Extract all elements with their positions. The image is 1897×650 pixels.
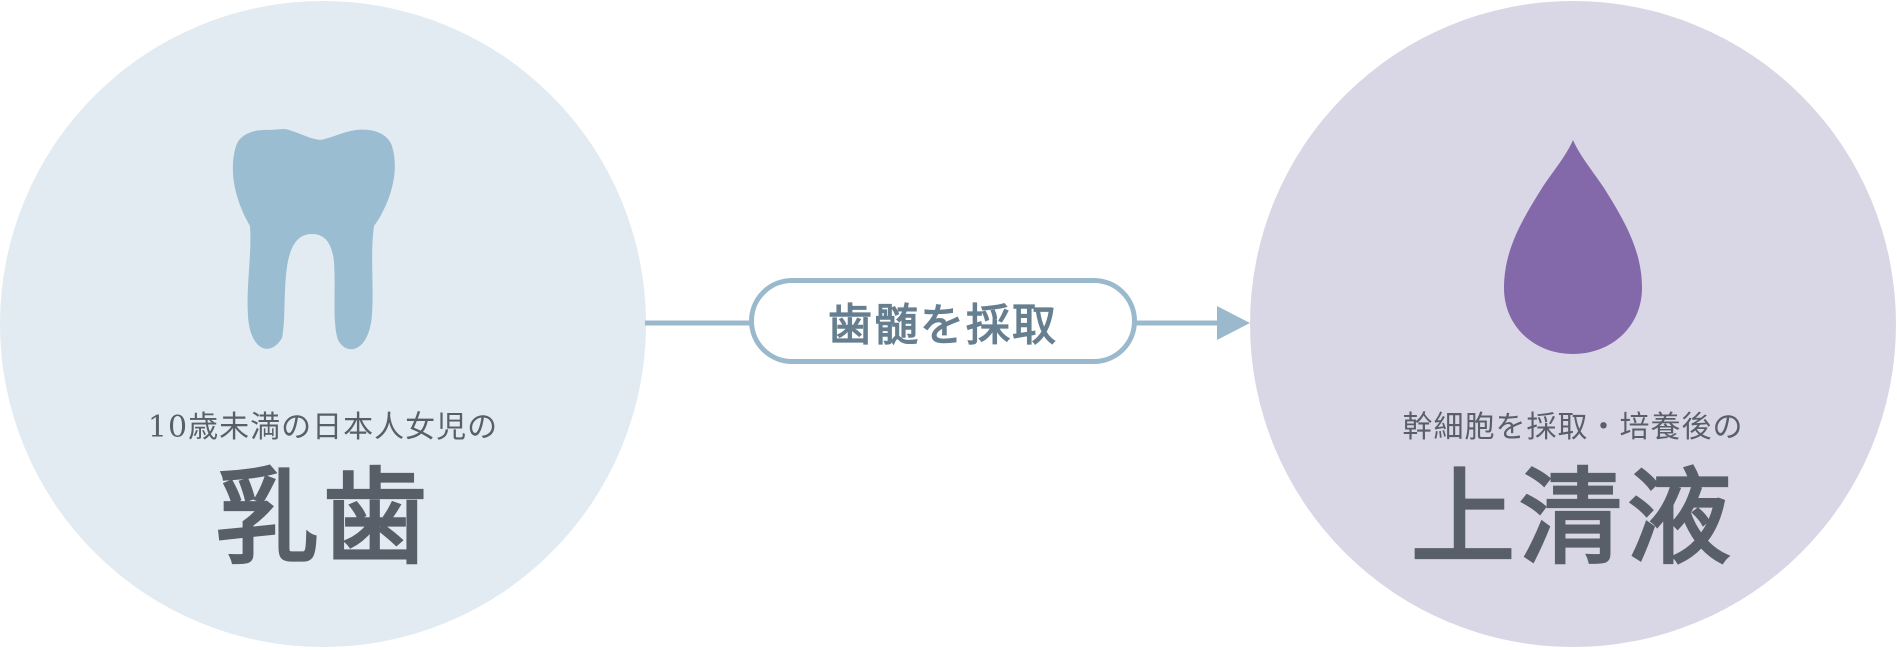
process-step-pill: 歯髄を採取 xyxy=(749,278,1137,364)
result-subtitle: 幹細胞を採取・培養後の xyxy=(1402,410,1744,445)
source-circle xyxy=(0,1,646,647)
source-title: 乳歯 xyxy=(214,456,431,579)
process-step-label: 歯髄を採取 xyxy=(828,300,1058,351)
source-subtitle: 10歳未満の日本人女児の xyxy=(147,410,499,445)
drop-icon xyxy=(1498,138,1648,358)
arrowhead-icon xyxy=(1217,306,1250,340)
result-title: 上清液 xyxy=(1410,456,1735,579)
tooth-icon xyxy=(228,126,412,362)
